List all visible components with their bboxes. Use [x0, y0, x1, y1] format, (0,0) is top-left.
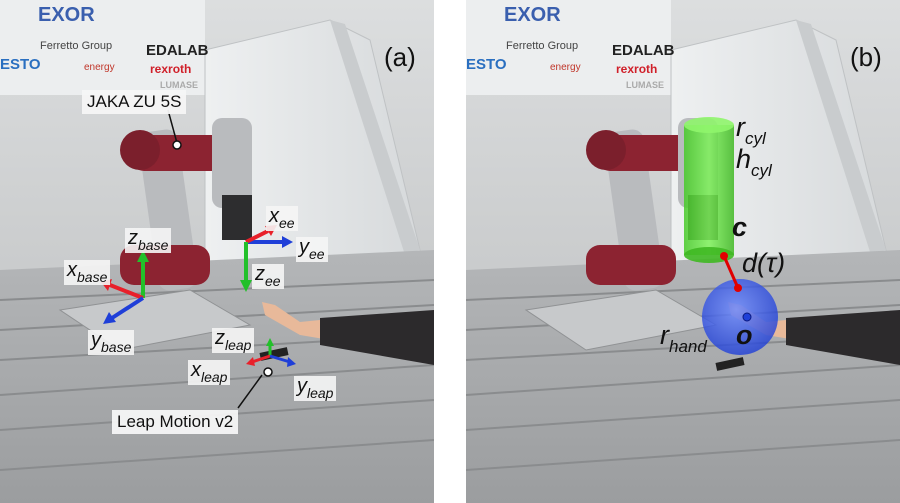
logo-esto: ESTO [466, 56, 507, 73]
sphere-contact-point [734, 284, 742, 292]
safety-cylinder [684, 117, 734, 263]
label-x-ee: xee [266, 206, 298, 231]
panel-tag-b: (b) [850, 42, 882, 72]
leap-device [715, 357, 745, 371]
panel-a: EXOR Ferretto Group EDALAB rexroth ESTO … [0, 0, 434, 503]
label-y-ee: yee [296, 237, 328, 262]
logo-esto: ESTO [0, 56, 41, 73]
label-d-tau: d(τ) [742, 248, 786, 278]
label-x-base: xbase [64, 260, 111, 285]
logo-ferretto: Ferretto Group [40, 40, 113, 52]
distance-segment [722, 255, 740, 289]
logo-lumase: LUMASE [160, 80, 198, 90]
cabinet-edge [796, 20, 886, 255]
frame-leap-axes [246, 338, 296, 367]
label-h-cyl: hcyl [736, 144, 772, 180]
sensor-callout-line [237, 374, 263, 409]
logo-energy: energy [550, 62, 581, 73]
label-z-base: zbase [125, 228, 172, 253]
panel-tag-a: (a) [384, 42, 416, 72]
table-slats [466, 279, 900, 471]
sleeve [320, 310, 434, 365]
label-y-leap: yleap [294, 376, 337, 401]
point-c [720, 252, 728, 260]
frame-base-axes [101, 250, 149, 324]
robot-callout-dot [172, 140, 182, 150]
logo-exor: EXOR [38, 4, 95, 26]
sensor-model-label: Leap Motion v2 [112, 410, 239, 434]
label-c: c [732, 212, 748, 242]
cabinet-edge [330, 20, 420, 255]
robot-callout-line [167, 109, 178, 144]
label-x-leap: xleap [188, 360, 231, 385]
frame-ee-axes [240, 225, 293, 292]
label-r-hand: rhand [660, 320, 707, 356]
label-r-cyl: rcyl [736, 112, 766, 148]
label-o: o [736, 320, 753, 350]
sponsor-banner [466, 0, 671, 95]
label-y-base: ybase [88, 330, 135, 355]
logo-edalab: EDALAB [146, 42, 209, 59]
logo-energy: energy [84, 62, 115, 73]
logo-rexroth: rexroth [616, 62, 658, 76]
hand-sphere [702, 279, 778, 355]
sponsor-banner [0, 0, 205, 95]
label-z-ee: zee [252, 264, 284, 289]
logo-exor: EXOR [504, 4, 561, 26]
scene-b [466, 0, 900, 503]
panel-b: EXOR Ferretto Group EDALAB rexroth ESTO … [466, 0, 900, 503]
logo-ferretto: Ferretto Group [506, 40, 579, 52]
label-z-leap: zleap [212, 328, 255, 353]
logo-lumase: LUMASE [626, 80, 664, 90]
point-o [742, 312, 752, 322]
logo-edalab: EDALAB [612, 42, 675, 59]
logo-rexroth: rexroth [150, 62, 192, 76]
sleeve [786, 310, 900, 365]
sensor-callout-dot [263, 367, 273, 377]
robot-model-label: JAKA ZU 5S [82, 90, 187, 114]
